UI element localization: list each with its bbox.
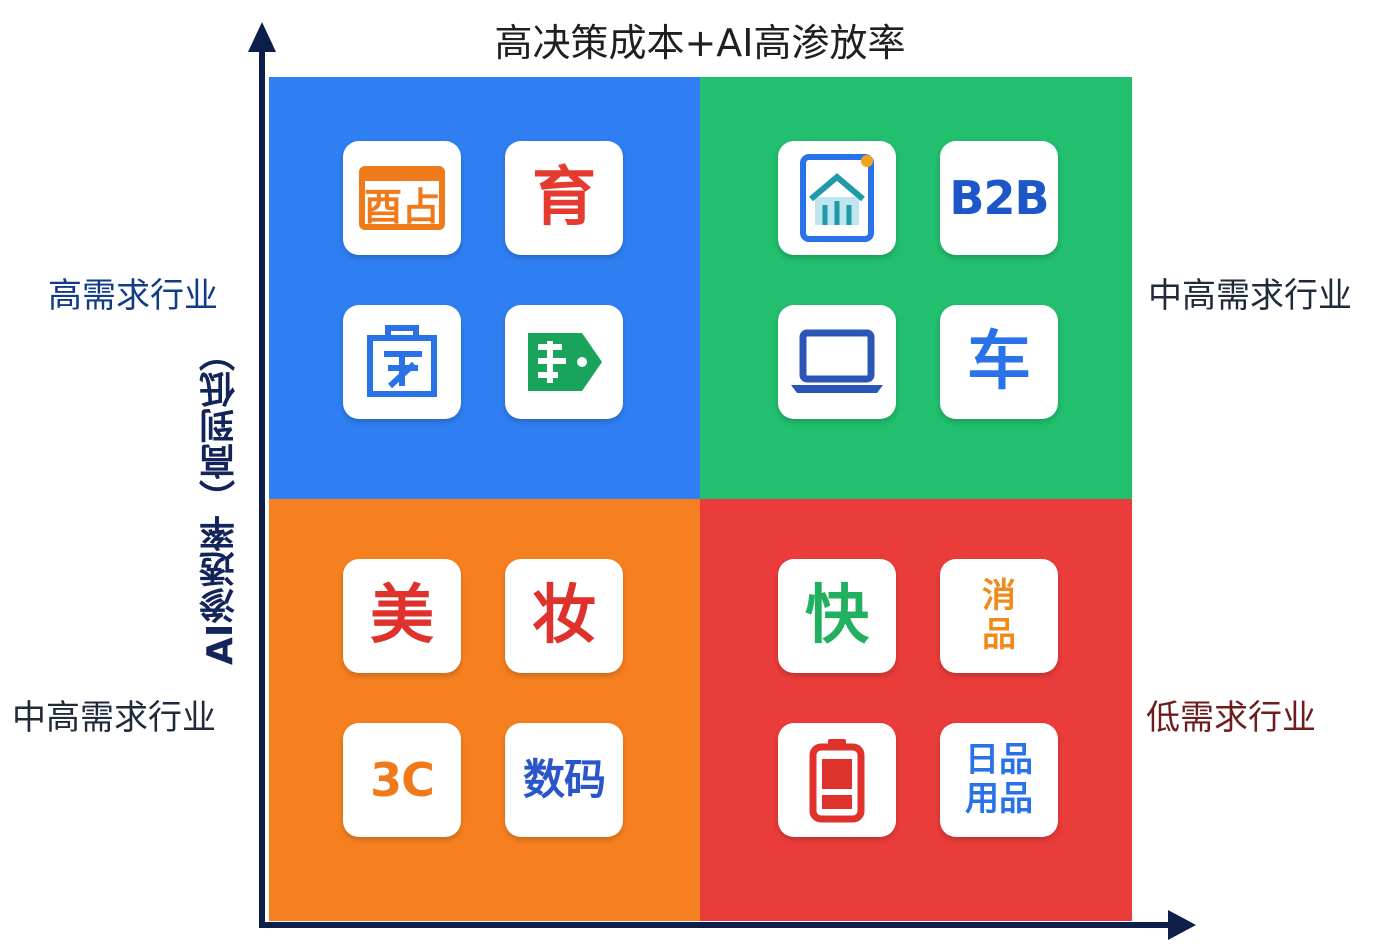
label-mid-high-demand-right: 中高需求行业 [1148,276,1352,316]
tile-digital: 数码 [505,723,623,837]
label-low-demand: 低需求行业 [1146,698,1316,738]
tile-hotel: 酉占 [343,141,461,255]
tile-hotel-text: 酉占 [364,185,440,229]
tile-education-text: 育 [532,161,596,235]
tile-fast-text: 快 [805,579,869,653]
tile-digital-text: 数码 [522,755,606,804]
quadrant-bottom-right: 快 消 品 日品 用品 [700,499,1132,921]
tile-daily-goods: 日品 用品 [940,723,1058,837]
y-axis-arrow-icon [248,22,276,52]
tile-real-estate [778,141,896,255]
tile-b2b: B2B [940,141,1058,255]
tile-car-text: 车 [967,325,1031,399]
tile-3c: 3C [343,723,461,837]
tile-3c-text: 3C [370,753,435,807]
tile-makeup-text: 妆 [532,579,596,653]
clinic-building-icon [367,325,437,397]
tile-battery [778,723,896,837]
quadrant-top-left: 酉占 育 [269,77,700,499]
battery-phone-icon [809,739,865,823]
quadrant-bottom-left: 美 妆 3C 数码 [269,499,700,921]
y-axis-label: AI渗透率（高到低） [200,335,241,665]
label-high-demand: 高需求行业 [48,276,218,316]
tile-daily-goods-text: 日品 用品 [965,739,1033,819]
tile-b2b-text: B2B [949,171,1049,225]
chart-title: 高决策成本+AI高渗放率 [494,21,906,65]
tile-laptop [778,305,896,419]
hotel-badge-icon: 酉占 [359,166,445,230]
tile-makeup: 妆 [505,559,623,673]
tile-consumer-goods: 消 品 [940,559,1058,673]
house-card-icon [800,154,874,242]
tile-beauty-text: 美 [370,579,434,653]
tag-label-icon [528,333,602,391]
tile-consumer-goods-text: 消 品 [982,575,1016,655]
tile-beauty: 美 [343,559,461,673]
laptop-icon [791,329,883,393]
tile-fast: 快 [778,559,896,673]
quadrant-top-right: B2B 车 [700,77,1132,499]
label-mid-high-demand-left: 中高需求行业 [12,698,216,738]
x-axis-arrow-icon [1168,910,1196,940]
tile-tag [505,305,623,419]
tile-car: 车 [940,305,1058,419]
tile-education: 育 [505,141,623,255]
tile-clinic [343,305,461,419]
